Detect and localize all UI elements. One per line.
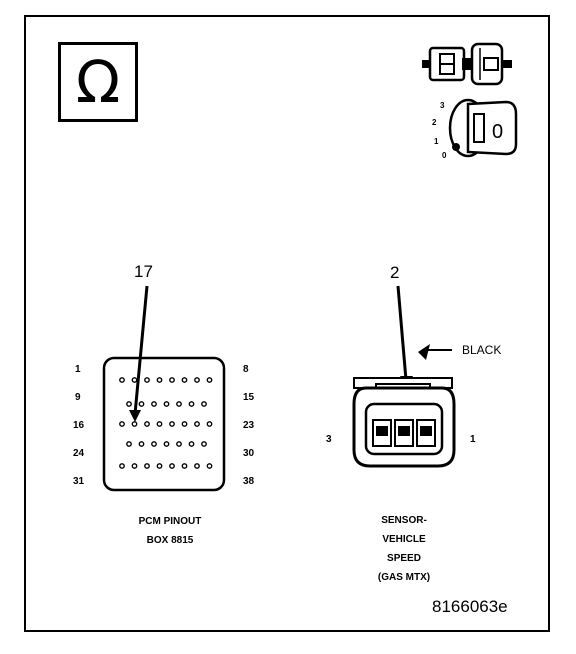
pcm-pin-cavity [176,441,182,447]
pcm-pin-cavity [194,463,200,469]
pcm-row-label-left: 31 [73,476,85,487]
vss-callout: 2 [390,263,400,282]
pcm-row-label-left: 9 [75,392,81,403]
pcm-pin-cavity [119,463,125,469]
pcm-pin-cavity [206,463,213,469]
vss-caption: SENSOR- VEHICLE SPEED (GAS MTX) [334,511,474,587]
svg-text:3: 3 [440,101,445,110]
pcm-pin-cavity [176,401,182,407]
pcm-pin-cavity [194,377,200,383]
pcm-row-label-left: 16 [73,420,85,431]
pcm-caption: PCM PINOUT BOX 8815 [100,512,240,550]
pcm-pin-cavity [144,377,150,383]
pcm-row-label-left: 24 [73,448,85,459]
pcm-pin-cavity [156,377,163,383]
wire-color-label: BLACK [462,343,502,357]
pcm-pin-cavity [206,377,213,383]
svg-text:0: 0 [442,151,447,160]
pcm-connector [102,285,226,492]
pcm-pin-cavity [131,377,138,383]
pcm-pin-grid [119,377,213,469]
pcm-pin-cavity [201,441,207,447]
pcm-row-label-right: 8 [243,364,249,375]
pcm-pin-cavity [188,441,195,447]
pcm-row-label-right: 38 [243,476,255,487]
pcm-pin-cavity [201,401,207,407]
pcm-caption-line: PCM PINOUT [138,516,202,527]
pcm-pin-cavity [138,441,145,447]
pcm-pin-cavity [206,421,213,427]
diagram-frame [24,15,550,632]
connector-disconnected-icon [422,42,512,86]
pcm-pin-cavity [163,441,170,447]
pcm-pin-cavity [151,441,157,447]
pcm-row-label-right: 23 [243,420,255,431]
pcm-pin-cavity [144,421,150,427]
pcm-pin-cavity [131,421,138,427]
pcm-pin-cavity [163,401,170,407]
pcm-pin-cavity [119,421,125,427]
figure-id: 8166063e [432,597,508,616]
ohm-symbol: Ω [76,48,120,116]
pcm-row-label-right: 15 [243,392,255,403]
vss-caption-line: SENSOR- [381,515,427,526]
pcm-caption-line: BOX 8815 [146,535,194,546]
pcm-pin-cavity [181,377,188,383]
pcm-pin-cavity [131,463,138,469]
vss-connector [352,285,456,468]
vss-caption-line: (GAS MTX) [377,572,431,583]
vss-pin-label-right: 1 [470,434,476,445]
vss-pin-label-left: 3 [326,434,332,445]
pcm-pin-cavity [138,401,145,407]
pcm-row-label-right: 30 [243,448,255,459]
svg-text:1: 1 [434,137,439,146]
pcm-pin-cavity [156,421,163,427]
pcm-pin-cavity [194,421,200,427]
pcm-pin-cavity [151,401,157,407]
pcm-pin-cavity [188,401,195,407]
pcm-pin-cavity [181,463,188,469]
pcm-pin-cavity [169,463,175,469]
pcm-pin-cavity [169,421,175,427]
pcm-pin-cavity [156,463,163,469]
vss-caption-line: SPEED [387,553,421,564]
vss-caption-line: VEHICLE [382,534,426,545]
pcm-pin-cavity [126,441,132,447]
pcm-pin-cavity [181,421,188,427]
pcm-pin-cavity [119,377,125,383]
ignition-switch-icon: 3 2 1 0 0 [432,98,518,160]
pcm-pin-cavity [169,377,175,383]
key-position-label: 0 [492,121,503,143]
pcm-callout: 17 [134,262,153,281]
pcm-row-label-left: 1 [75,364,81,375]
pcm-pin-cavity [144,463,150,469]
pcm-pin-cavity [126,401,132,407]
svg-text:2: 2 [432,118,437,127]
ohmmeter-icon: Ω [58,42,138,122]
